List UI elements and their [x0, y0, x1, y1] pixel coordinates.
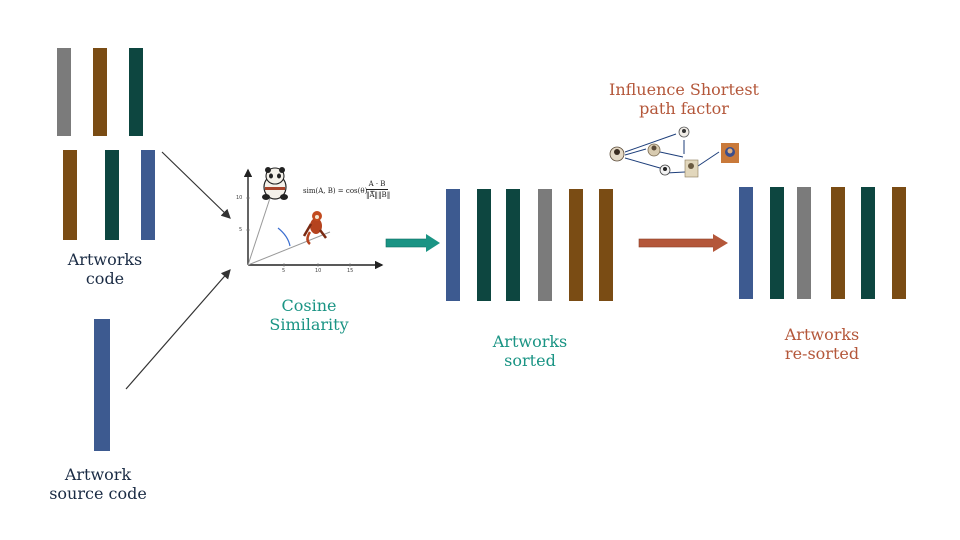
code-bar-gray — [797, 187, 811, 299]
code-bar-teal — [861, 187, 875, 299]
code-bar-blue — [141, 150, 155, 240]
tick-y-10: 10 — [236, 195, 243, 201]
formula-numerator: A · B — [366, 180, 388, 190]
code-bar-brown — [93, 48, 107, 136]
tick-x-5: 5 — [282, 268, 286, 274]
code-bar-teal — [105, 150, 119, 240]
tick-y-5: 5 — [239, 227, 243, 233]
code-bar-brown — [831, 187, 845, 299]
formula-fraction: A · B ‖A‖‖B‖ — [366, 180, 391, 199]
tick-x-15: 15 — [347, 268, 354, 274]
code-bar-brown — [63, 150, 77, 240]
vector-a — [247, 191, 273, 266]
code-bar-gray — [538, 189, 552, 301]
code-bar-brown — [599, 189, 613, 301]
vector-b — [247, 231, 331, 266]
code-bar-teal — [477, 189, 491, 301]
teal-arrow — [385, 234, 440, 252]
code-bar-teal — [506, 189, 520, 301]
formula-lhs: sim(A, B) = cos(θ) = — [303, 187, 376, 195]
artist-portraits — [609, 126, 739, 178]
code-bar-brown — [569, 189, 583, 301]
code-bar-brown — [892, 187, 906, 299]
artist-influence-network-icon — [624, 133, 720, 174]
angle-arc — [277, 227, 291, 247]
code-bar-teal — [770, 187, 784, 299]
code-bar-gray — [57, 48, 71, 136]
kung-fu-panda-icon — [262, 167, 288, 200]
code-bar-teal — [129, 48, 143, 136]
formula-denominator: ‖A‖‖B‖ — [366, 191, 391, 199]
red-panda-icon — [302, 211, 327, 245]
arrow-code-to-similarity — [161, 151, 231, 219]
arrow-source-to-similarity — [125, 269, 231, 390]
orange-arrow — [638, 234, 728, 252]
tick-x-10: 10 — [315, 268, 322, 274]
cosine-formula: sim(A, B) = cos(θ) = — [303, 187, 375, 195]
code-bar-blue — [446, 189, 460, 301]
code-bar-blue — [739, 187, 753, 299]
code-bar-blue — [94, 319, 110, 451]
